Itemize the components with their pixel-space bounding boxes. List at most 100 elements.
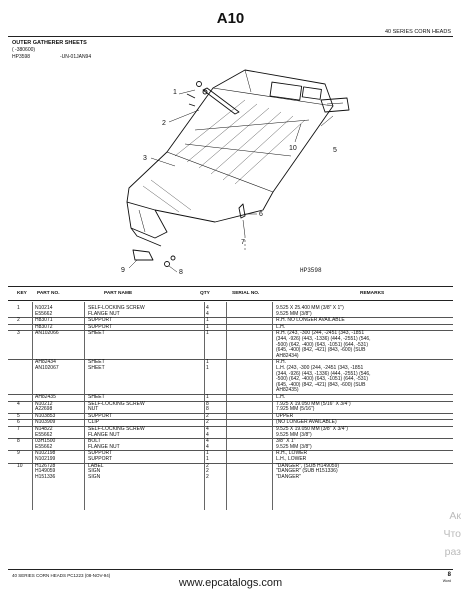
row-part-no: N10212 [35,400,53,407]
row-part-no: N103909 [35,419,56,426]
row-remarks: 9.525 X 25.400 MM (3/8" X 1") [276,305,344,311]
col-header-key: KEY [17,291,27,296]
row-key: 4 [17,400,20,407]
row-qty: 1 [206,330,209,337]
row-key: 7 [17,425,20,432]
row-part-no: 03H1500 [35,438,56,445]
row-remarks: 3/8" X 1" [276,438,296,445]
row-part-no: AN102067 [35,364,59,371]
row-part-name: SHEET [88,359,105,366]
row-qty: 4 [206,425,209,432]
row-qty: 8 [206,400,209,407]
row-part-name: SIGN [88,468,101,475]
row-remarks: L.H. [276,393,286,400]
col-header-part-name: PART NAME [104,291,133,296]
row-qty: 4 [206,443,209,450]
section-title: OUTER GATHERER SHEETS [12,40,87,46]
row-key: 8 [17,438,20,445]
row-part-no: H149059 [35,468,56,475]
col-header-serial: SERIAL NO. [232,291,260,296]
row-part-no: N103853 [35,412,56,419]
row-remarks: "DANGER" (SUB H151336) [276,468,338,475]
row-remarks: 9.525 MM (3/8") [276,431,312,438]
col-header-part-no: PART NO. [37,291,60,296]
row-qty: 1 [206,450,209,457]
callout-3: 3 [143,155,147,162]
row-part-name: SELF-LOCKING SCREW [88,425,145,432]
row-key: 2 [17,317,20,324]
row-part-name: SHEET [88,393,105,400]
row-qty: 1 [206,364,209,371]
row-part-name: SUPPORT [88,317,113,324]
row-part-no: E55662 [35,310,53,317]
row-part-name: SELF-LOCKING SCREW [88,305,145,311]
row-part-name: FLANGE NUT [88,310,120,317]
overlay-line-3: раз [444,546,461,558]
row-qty: 1 [206,359,209,366]
row-part-no: H83072 [35,323,53,330]
page-sub: Word [442,579,451,583]
row-part-name: SUPPORT [88,450,113,457]
row-qty: 2 [206,419,209,426]
table-header-rule [8,300,453,301]
row-remarks: R.H. NO LONGER AVAILABLE [276,317,345,324]
row-key: 6 [17,419,20,426]
row-key: 1 [17,305,20,311]
callout-8: 8 [179,269,183,275]
row-part-name: SIGN [88,473,101,480]
row-part-name: LABEL [88,462,104,469]
table-row: N102199 SUPPORT 1 L.H., LOWER [8,455,453,463]
header-rule [8,36,453,37]
row-part-name: SHEET [88,364,105,371]
row-part-no: N102199 [35,455,56,462]
row-qty: 4 [206,305,209,311]
table-row: AH82434 SHEET 1 R.H. [8,359,453,366]
row-remarks: L.H., LOWER [276,455,307,462]
row-qty: 1 [206,323,209,330]
illustration-id: HP3598 [12,54,31,60]
overlay-line-1: Ак [449,510,461,522]
row-remarks: R.H. [276,359,286,366]
row-part-name: FLANGE NUT [88,431,120,438]
footer-rule [8,569,453,570]
row-remarks: R.H. (243, -300 (244, -2451 (343, -1851 … [276,330,371,359]
row-qty: 1 [206,393,209,400]
row-part-no: N102198 [35,450,56,457]
row-qty: 4 [206,438,209,445]
row-remarks: 7.925 MM (5/16") [276,406,315,413]
row-qty: 2 [206,468,209,475]
row-remarks: 7.925 X 19.050 MM (5/16" X 3/4") [276,400,351,407]
row-qty: 2 [206,473,209,480]
row-qty: 4 [206,310,209,317]
row-qty: 1 [206,455,209,462]
illustration-code: HP3598 [300,267,322,274]
row-key: 3 [17,330,20,337]
row-part-no: H151336 [35,473,56,480]
row-part-no: E55662 [35,443,53,450]
row-part-name: CLIP [88,419,100,426]
row-part-name: NUT [88,406,99,413]
col-header-remarks: REMARKS [360,291,385,296]
row-part-no: AH82434 [35,359,56,366]
row-remarks: 9.525 MM (3/8") [276,310,312,317]
section-range: ( -380600) [12,47,36,53]
callout-6: 6 [259,211,263,218]
col-header-qty: QTY [200,291,210,296]
gatherer-sheet [126,69,334,223]
callout-7: 7 [241,239,245,246]
row-part-name: SUPPORT [88,455,113,462]
